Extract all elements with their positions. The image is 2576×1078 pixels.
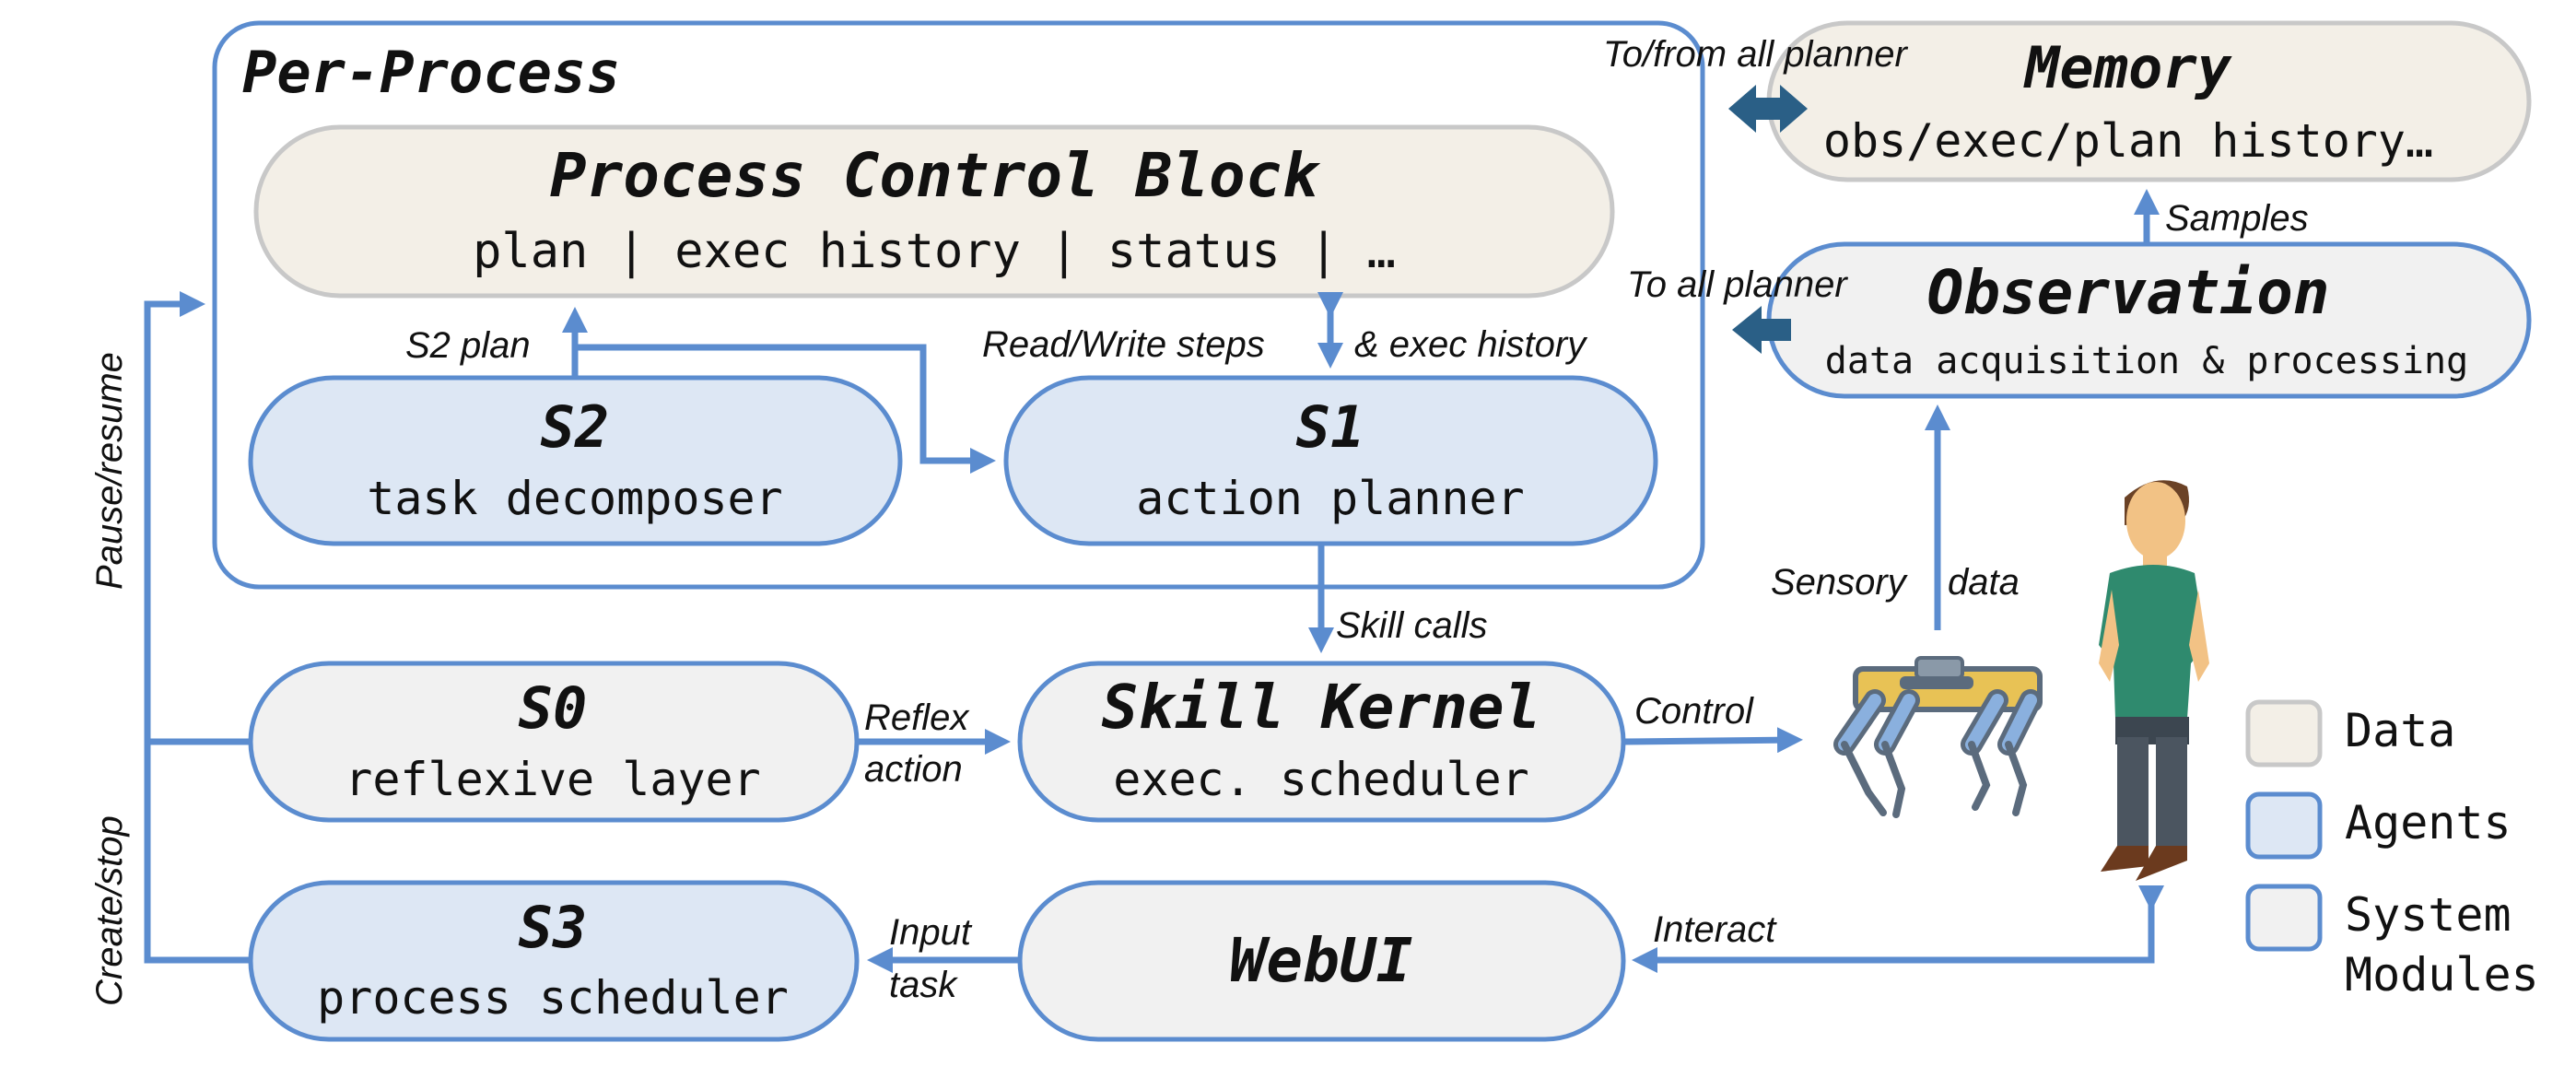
legend-system-swatch xyxy=(2245,884,2323,952)
s2-title: S2 xyxy=(541,393,610,461)
samples-label: Samples xyxy=(2165,198,2309,239)
reflex-label: Reflex xyxy=(864,697,970,738)
memory-planner-double-arrow xyxy=(1728,85,1808,133)
skill-kernel-subtitle: exec. scheduler xyxy=(1113,753,1529,806)
s3-subtitle: process scheduler xyxy=(317,971,789,1025)
legend-data-label: Data xyxy=(2345,704,2455,757)
memory-subtitle: obs/exec/plan history… xyxy=(1823,114,2433,168)
skill-calls-label: Skill calls xyxy=(1336,605,1487,646)
task-label: task xyxy=(889,965,958,1005)
s2-to-s1-arrow xyxy=(575,344,996,474)
s1-node xyxy=(1003,375,1658,546)
s1-subtitle: action planner xyxy=(1136,472,1524,525)
control-label: Control xyxy=(1634,691,1754,732)
memory-title: Memory xyxy=(2023,34,2233,101)
person-icon xyxy=(2099,480,2209,881)
s3-feedback-line xyxy=(144,291,251,964)
process-control-block xyxy=(253,124,1615,299)
s3-title: S3 xyxy=(519,894,588,961)
observation-planner-arrow xyxy=(1732,306,1791,354)
action-label: action xyxy=(864,749,963,790)
legend-system-label-1: System xyxy=(2345,888,2512,942)
observation-title: Observation xyxy=(1926,257,2329,328)
pcb-subtitle: plan | exec history | status | … xyxy=(473,224,1396,279)
skill-kernel-to-robot-arrow xyxy=(1622,727,1803,754)
data-label: data xyxy=(1948,562,2020,603)
pcb-title: Process Control Block xyxy=(550,140,1321,211)
s2-plan-label: S2 plan xyxy=(405,325,531,366)
read-write-steps-label: Read/Write steps xyxy=(982,324,1265,365)
to-from-all-planner-label: To/from all planner xyxy=(1603,34,1908,75)
interact-label: Interact xyxy=(1653,909,1777,950)
legend-system-label-2: Modules xyxy=(2345,948,2539,1002)
sensory-label: Sensory xyxy=(1771,562,1909,603)
per-process-label: Per-Process xyxy=(242,39,621,106)
exec-history-label: & exec history xyxy=(1354,324,1588,365)
pause-resume-label: Pause/resume xyxy=(89,352,130,590)
s0-subtitle: reflexive layer xyxy=(345,753,761,806)
input-label: Input xyxy=(889,912,973,953)
s1-title: S1 xyxy=(1296,393,1365,461)
observation-subtitle: data acquisition & processing xyxy=(1825,340,2468,382)
create-stop-label: Create/stop xyxy=(89,815,130,1006)
robot-dog-icon xyxy=(1833,656,2043,818)
legend-data-swatch xyxy=(2245,699,2323,767)
webui-title: WebUI xyxy=(1230,925,1413,996)
s0-title: S0 xyxy=(519,674,588,742)
to-all-planner-label: To all planner xyxy=(1627,264,1848,305)
legend-agents-swatch xyxy=(2245,791,2323,860)
legend-agents-label: Agents xyxy=(2345,796,2512,850)
skill-kernel-title: Skill Kernel xyxy=(1102,672,1541,743)
interact-arrow xyxy=(1632,885,2164,973)
s2-subtitle: task decomposer xyxy=(367,472,783,525)
